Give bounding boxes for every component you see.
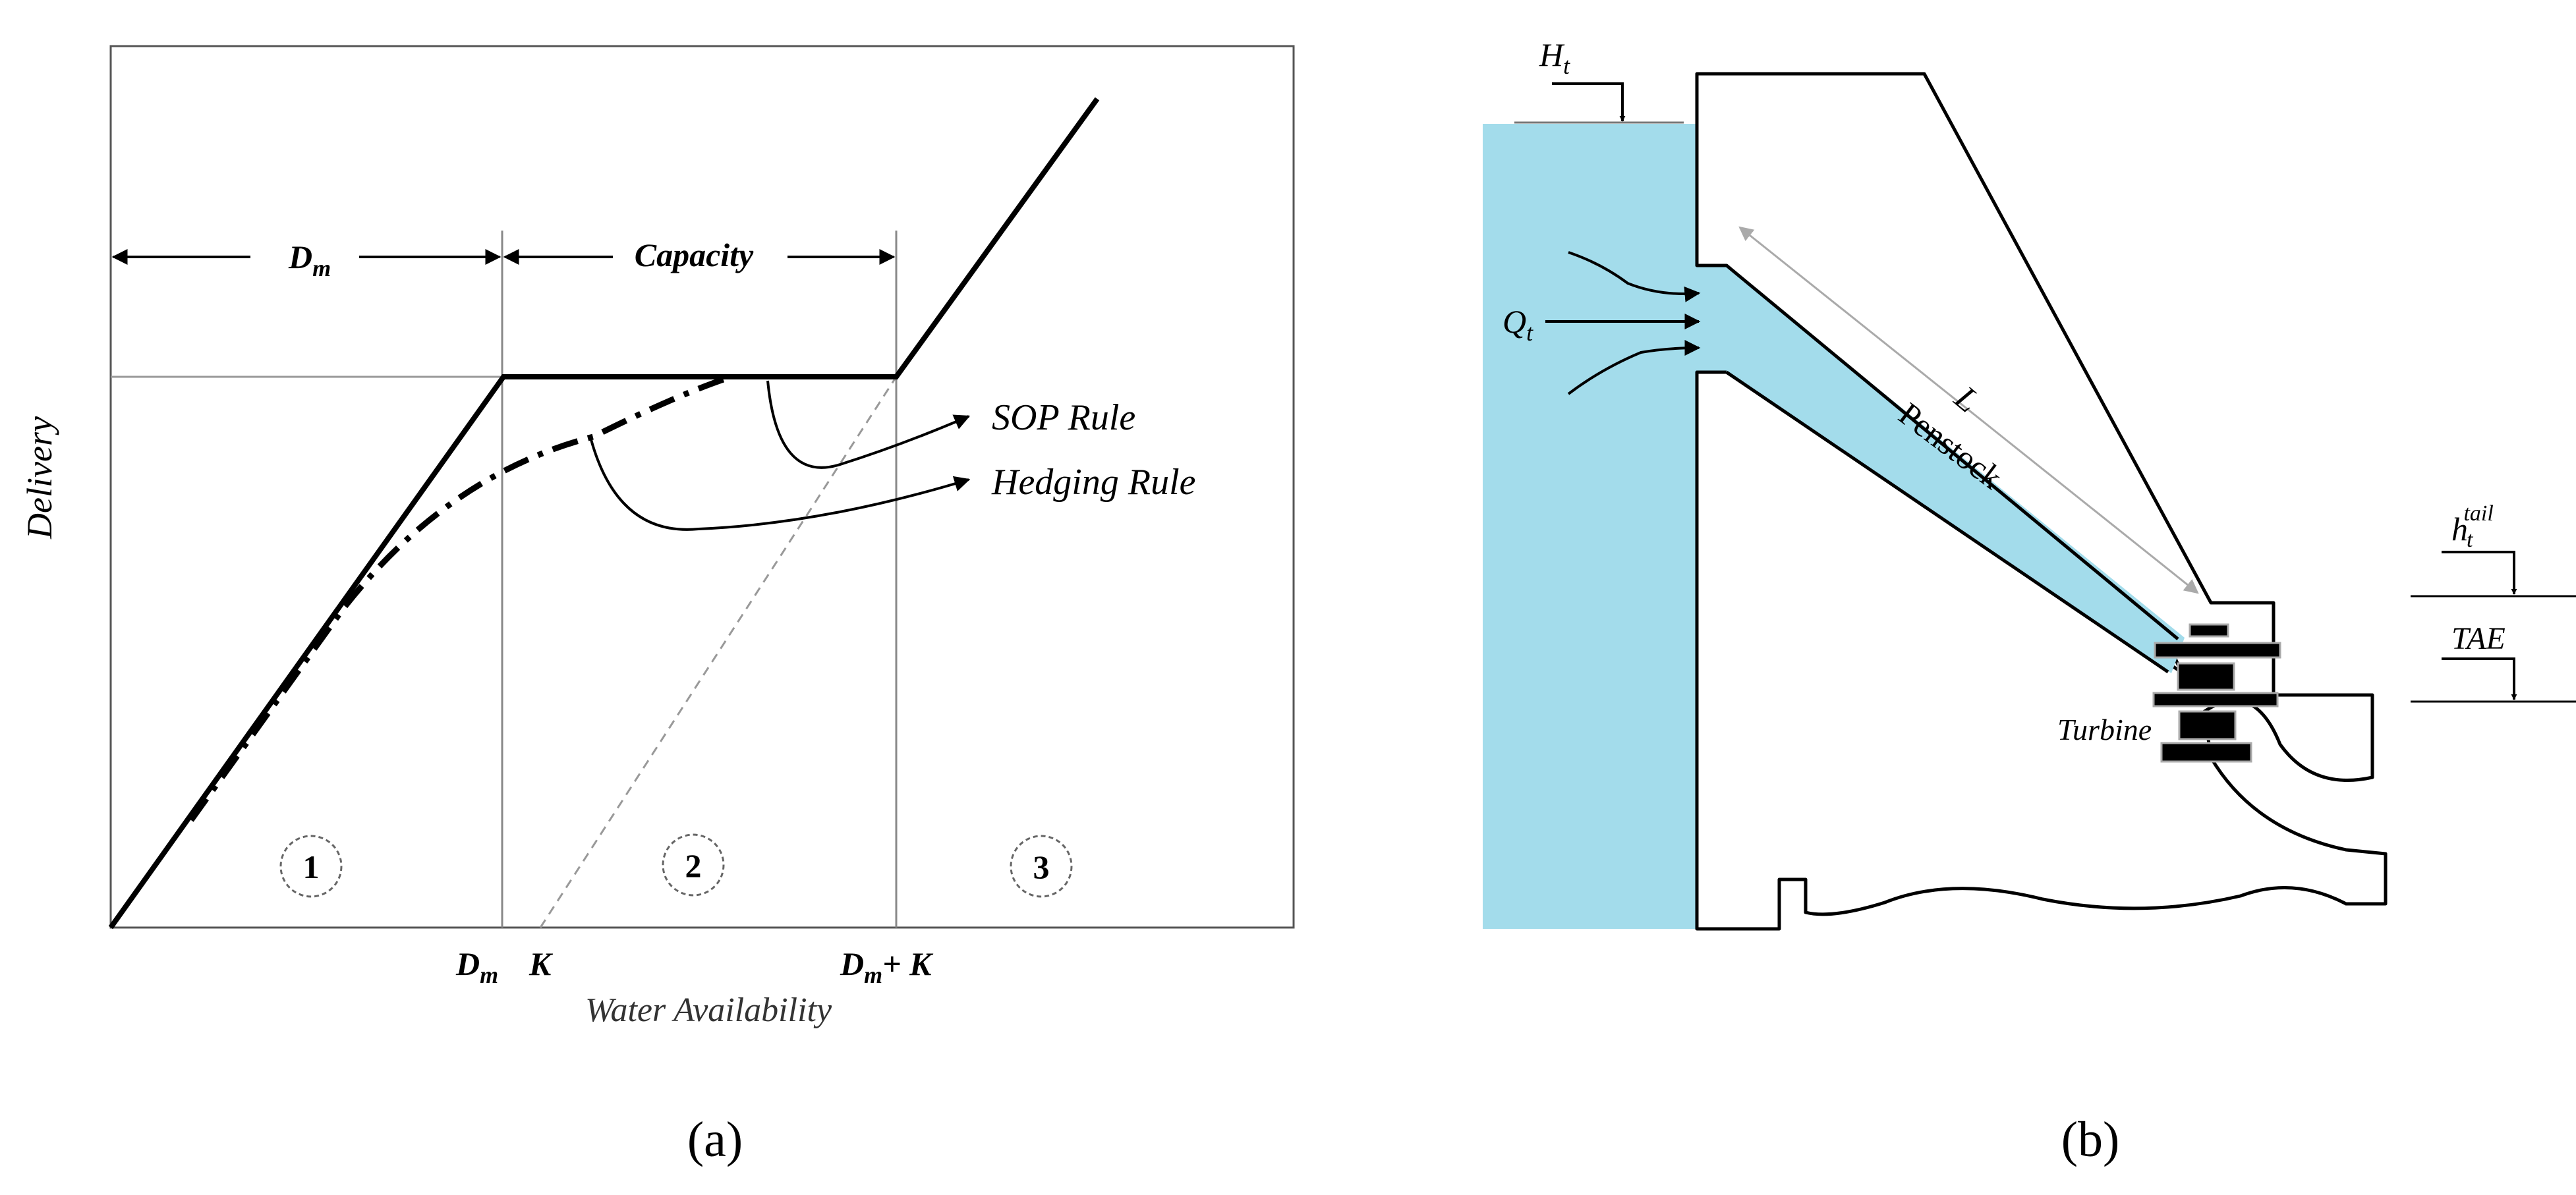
- htail-leader: [2442, 551, 2517, 595]
- ht-label: Ht: [1539, 36, 1570, 79]
- plot-frame: [109, 45, 1295, 929]
- hedging-rule-label: Hedging Rule: [991, 462, 1195, 503]
- sop-rule-label: SOP Rule: [992, 397, 1135, 438]
- turbine-label: Turbine: [2057, 713, 2152, 746]
- ht-leader: [1552, 82, 1626, 122]
- sop-rule-line: [108, 97, 1100, 930]
- svg-text:1: 1: [303, 848, 320, 885]
- x-tick-k: K: [529, 945, 554, 982]
- zone-marker-1: 1: [279, 835, 343, 898]
- htail-label: httail: [2451, 501, 2494, 552]
- inflow-arrow-top: [1568, 251, 1701, 302]
- zone-marker-2: 2: [662, 833, 725, 897]
- caption-a: (a): [687, 1112, 743, 1167]
- dim-capacity-label: Capacity: [635, 236, 754, 273]
- qt-label: Qt: [1503, 303, 1533, 346]
- turbine-assembly: [2152, 623, 2281, 763]
- y-axis-label: Delivery: [20, 416, 59, 540]
- tae-leader: [2442, 657, 2517, 700]
- panel-a: Dm Capacity SOP Rule Hedging Rule 1 2 3 …: [20, 45, 1295, 1167]
- k-dashed-line: [539, 376, 898, 928]
- reservoir-water: [1483, 124, 1697, 929]
- svg-text:3: 3: [1033, 848, 1050, 885]
- dim-dm-label: Dm: [288, 238, 331, 281]
- dam-body: [1695, 72, 2388, 931]
- x-tick-dm: Dm: [455, 945, 498, 988]
- x-tick-dmk: Dm+ K: [840, 945, 934, 988]
- sop-rule-pointer: [766, 380, 971, 469]
- hedging-rule-curve: [188, 374, 733, 822]
- length-dimension: [1738, 226, 2199, 594]
- hedging-rule-pointer: [588, 434, 971, 531]
- panel-b: L Penstock Turbine Qt Ht httail: [1483, 36, 2576, 1167]
- caption-b: (b): [2061, 1112, 2120, 1167]
- tae-label: TAE: [2451, 621, 2505, 656]
- inflow-arrow-bottom: [1567, 340, 1701, 395]
- zone-marker-3: 3: [1010, 835, 1073, 898]
- x-axis-label: Water Availability: [585, 991, 832, 1029]
- svg-text:2: 2: [685, 847, 702, 884]
